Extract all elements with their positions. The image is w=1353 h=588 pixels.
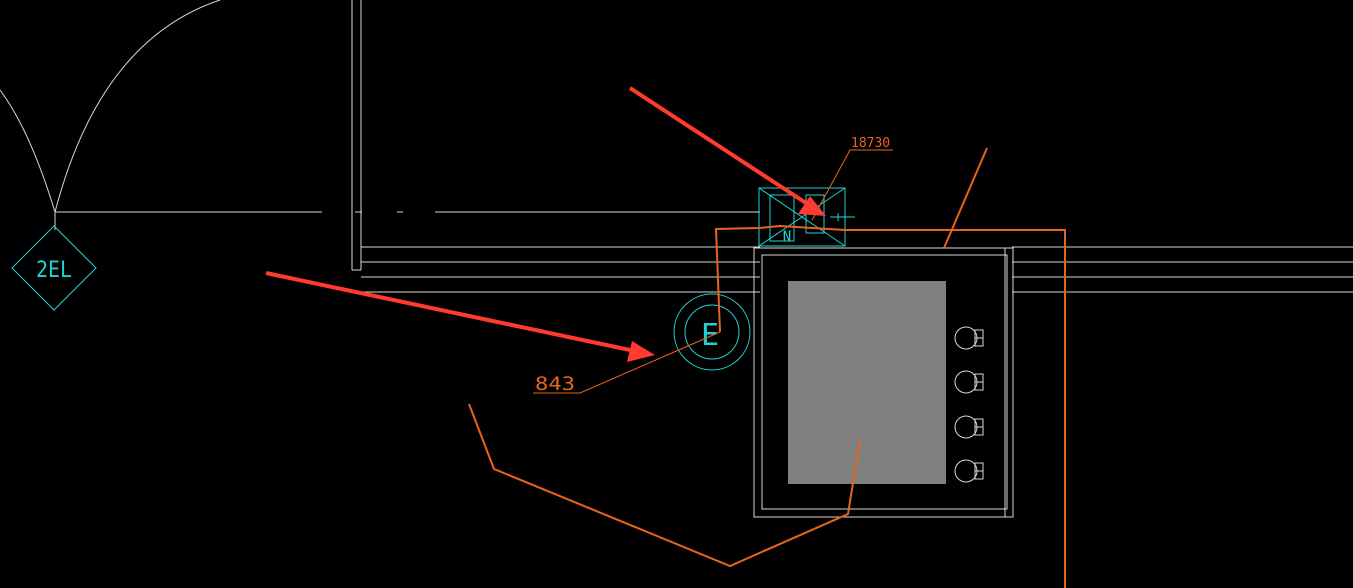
- outlet-letter: E: [701, 318, 719, 353]
- range-appliance: [753, 247, 1014, 518]
- leader-lower: [533, 331, 721, 394]
- annotation-arrow-upper: [628, 86, 826, 216]
- wall-lines: [54, 0, 1353, 293]
- leader-lower-label: 843: [535, 373, 575, 395]
- electrical-tag-label: 2EL: [36, 258, 72, 283]
- leader-upper: [811, 149, 893, 221]
- wiring-runs: [468, 147, 1066, 588]
- outlet-circle-icon: E: [673, 293, 751, 371]
- switch-letter: N: [783, 229, 791, 245]
- annotation-arrow-lower: [265, 271, 655, 362]
- panel-fill: [788, 281, 946, 484]
- leader-upper-label: 18730: [851, 136, 890, 151]
- diamond-tag-icon: 2EL: [11, 225, 97, 311]
- burner-knob-icon: [954, 326, 984, 483]
- switch-box-icon: [758, 187, 855, 247]
- door-swing-arc-icon: [0, 0, 221, 213]
